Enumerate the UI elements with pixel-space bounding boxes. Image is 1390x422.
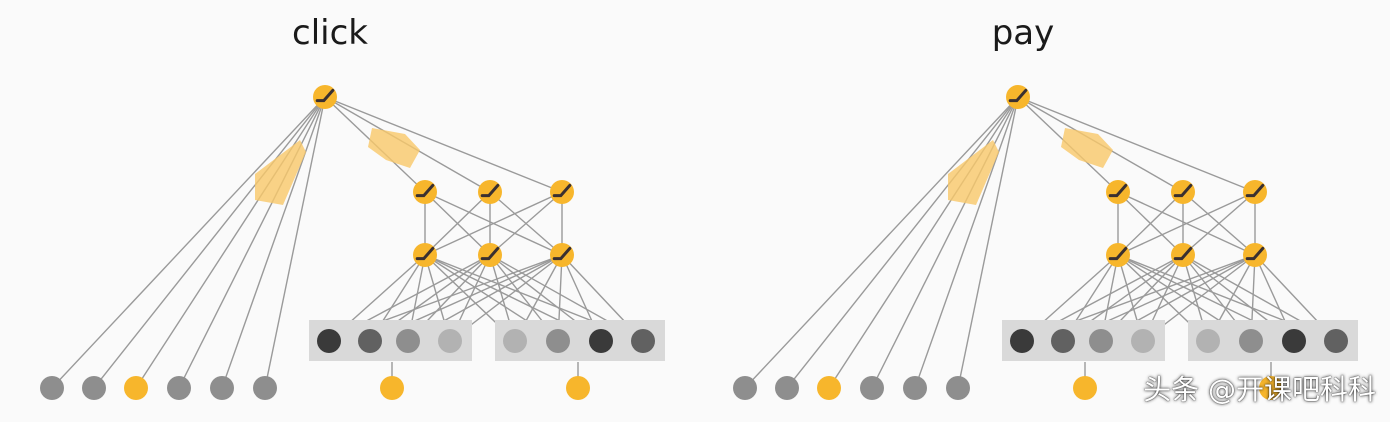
hidden-edge	[1182, 191, 1256, 256]
wide-input-node	[40, 376, 64, 400]
wide-edge	[178, 96, 326, 389]
embedding-node	[503, 329, 527, 353]
activation-icon	[480, 246, 500, 261]
wide-edge	[93, 96, 326, 389]
embedding-node	[1010, 329, 1034, 353]
activation-icon	[1008, 88, 1028, 103]
sparse-input-node	[1073, 376, 1097, 400]
wide-input-node	[946, 376, 970, 400]
output-edge	[324, 96, 563, 193]
wide-input-node	[903, 376, 927, 400]
wide-edge	[221, 96, 326, 389]
hidden-node	[413, 243, 437, 267]
wide-edge	[51, 96, 326, 389]
activation-icon	[315, 88, 335, 103]
hidden-node	[1106, 243, 1130, 267]
embedding-node	[546, 329, 570, 353]
activation-icon	[1108, 183, 1128, 198]
activation-icon	[1245, 246, 1265, 261]
hidden-node	[1171, 180, 1195, 204]
wide-input-node	[733, 376, 757, 400]
wide-edge	[786, 96, 1019, 389]
embedding-node	[1324, 329, 1348, 353]
panel-pay: pay	[733, 13, 1358, 400]
wide-weight-wedge	[255, 140, 306, 205]
wide-input-node	[82, 376, 106, 400]
hidden-node	[1243, 180, 1267, 204]
embedding-node	[317, 329, 341, 353]
activation-icon	[552, 246, 572, 261]
wide-edge	[135, 96, 326, 389]
wide-edge	[957, 96, 1019, 389]
wide-input-node	[124, 376, 148, 400]
wide-edge	[871, 96, 1019, 389]
hidden-node	[478, 243, 502, 267]
wide-weight-wedge	[948, 140, 999, 205]
embedding-node	[1282, 329, 1306, 353]
embedding-node	[438, 329, 462, 353]
wide-input-node	[775, 376, 799, 400]
wide-input-node	[167, 376, 191, 400]
activation-icon	[1173, 183, 1193, 198]
wide-edge	[264, 96, 326, 389]
hidden-edge	[1117, 191, 1184, 256]
hidden-node	[550, 180, 574, 204]
embedding-node	[1196, 329, 1220, 353]
hidden-node	[1106, 180, 1130, 204]
sparse-input-node	[1259, 376, 1283, 400]
hidden-node	[550, 243, 574, 267]
activation-icon	[415, 246, 435, 261]
sparse-input-node	[566, 376, 590, 400]
embedding-node	[631, 329, 655, 353]
hidden-node	[1243, 243, 1267, 267]
panel-click: click	[40, 13, 665, 400]
wide-input-node	[210, 376, 234, 400]
wide-edge	[914, 96, 1019, 389]
embedding-node	[1051, 329, 1075, 353]
embedding-node	[1131, 329, 1155, 353]
wide-edge	[828, 96, 1019, 389]
hidden-node	[478, 180, 502, 204]
output-node	[1006, 85, 1030, 109]
activation-icon	[415, 183, 435, 198]
wide-input-node	[860, 376, 884, 400]
wide-input-node	[817, 376, 841, 400]
panel-title: pay	[992, 13, 1055, 53]
embedding-node	[358, 329, 382, 353]
deep-weight-wedge	[368, 128, 420, 168]
wide-edge	[744, 96, 1019, 389]
output-node	[313, 85, 337, 109]
panel-title: click	[292, 13, 368, 53]
activation-icon	[552, 183, 572, 198]
hidden-edge	[1117, 191, 1256, 256]
watermark: 头条 @开课吧科科	[1143, 373, 1376, 406]
deep-weight-wedge	[1061, 128, 1113, 168]
activation-icon	[1245, 183, 1265, 198]
embedding-node	[396, 329, 420, 353]
hidden-edge	[424, 191, 491, 256]
hidden-edge	[424, 191, 563, 256]
sparse-input-node	[380, 376, 404, 400]
activation-icon	[1108, 246, 1128, 261]
hidden-edge	[489, 191, 563, 256]
activation-icon	[1173, 246, 1193, 261]
activation-icon	[480, 183, 500, 198]
hidden-node	[1171, 243, 1195, 267]
hidden-node	[413, 180, 437, 204]
embedding-node	[1239, 329, 1263, 353]
embedding-node	[1089, 329, 1113, 353]
output-edge	[1017, 96, 1256, 193]
embedding-node	[589, 329, 613, 353]
wide-input-node	[253, 376, 277, 400]
